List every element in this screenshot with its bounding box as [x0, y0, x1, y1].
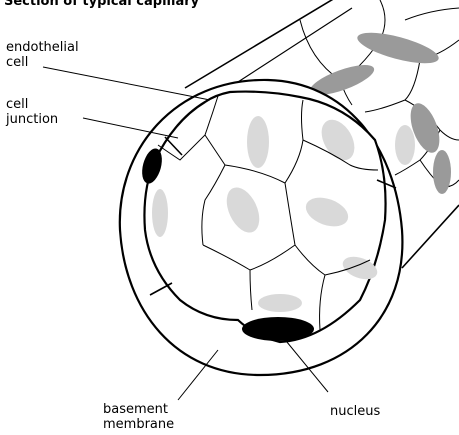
outer-nucleus-4	[433, 150, 451, 194]
label-basement-membrane: basement membrane	[103, 402, 174, 432]
lumen-nucleus-6	[152, 189, 168, 237]
lumen-nucleus-7	[258, 294, 302, 312]
label-endothelial-cell: endothelial cell	[6, 40, 79, 70]
label-nucleus: nucleus	[330, 404, 380, 419]
leader-endothelial-cell	[43, 67, 210, 100]
outer-nucleus-5	[395, 125, 415, 165]
label-cell-junction: cell junction	[6, 97, 58, 127]
lumen-nucleus-1	[247, 116, 269, 168]
wall-nucleus-bottom	[242, 317, 314, 341]
